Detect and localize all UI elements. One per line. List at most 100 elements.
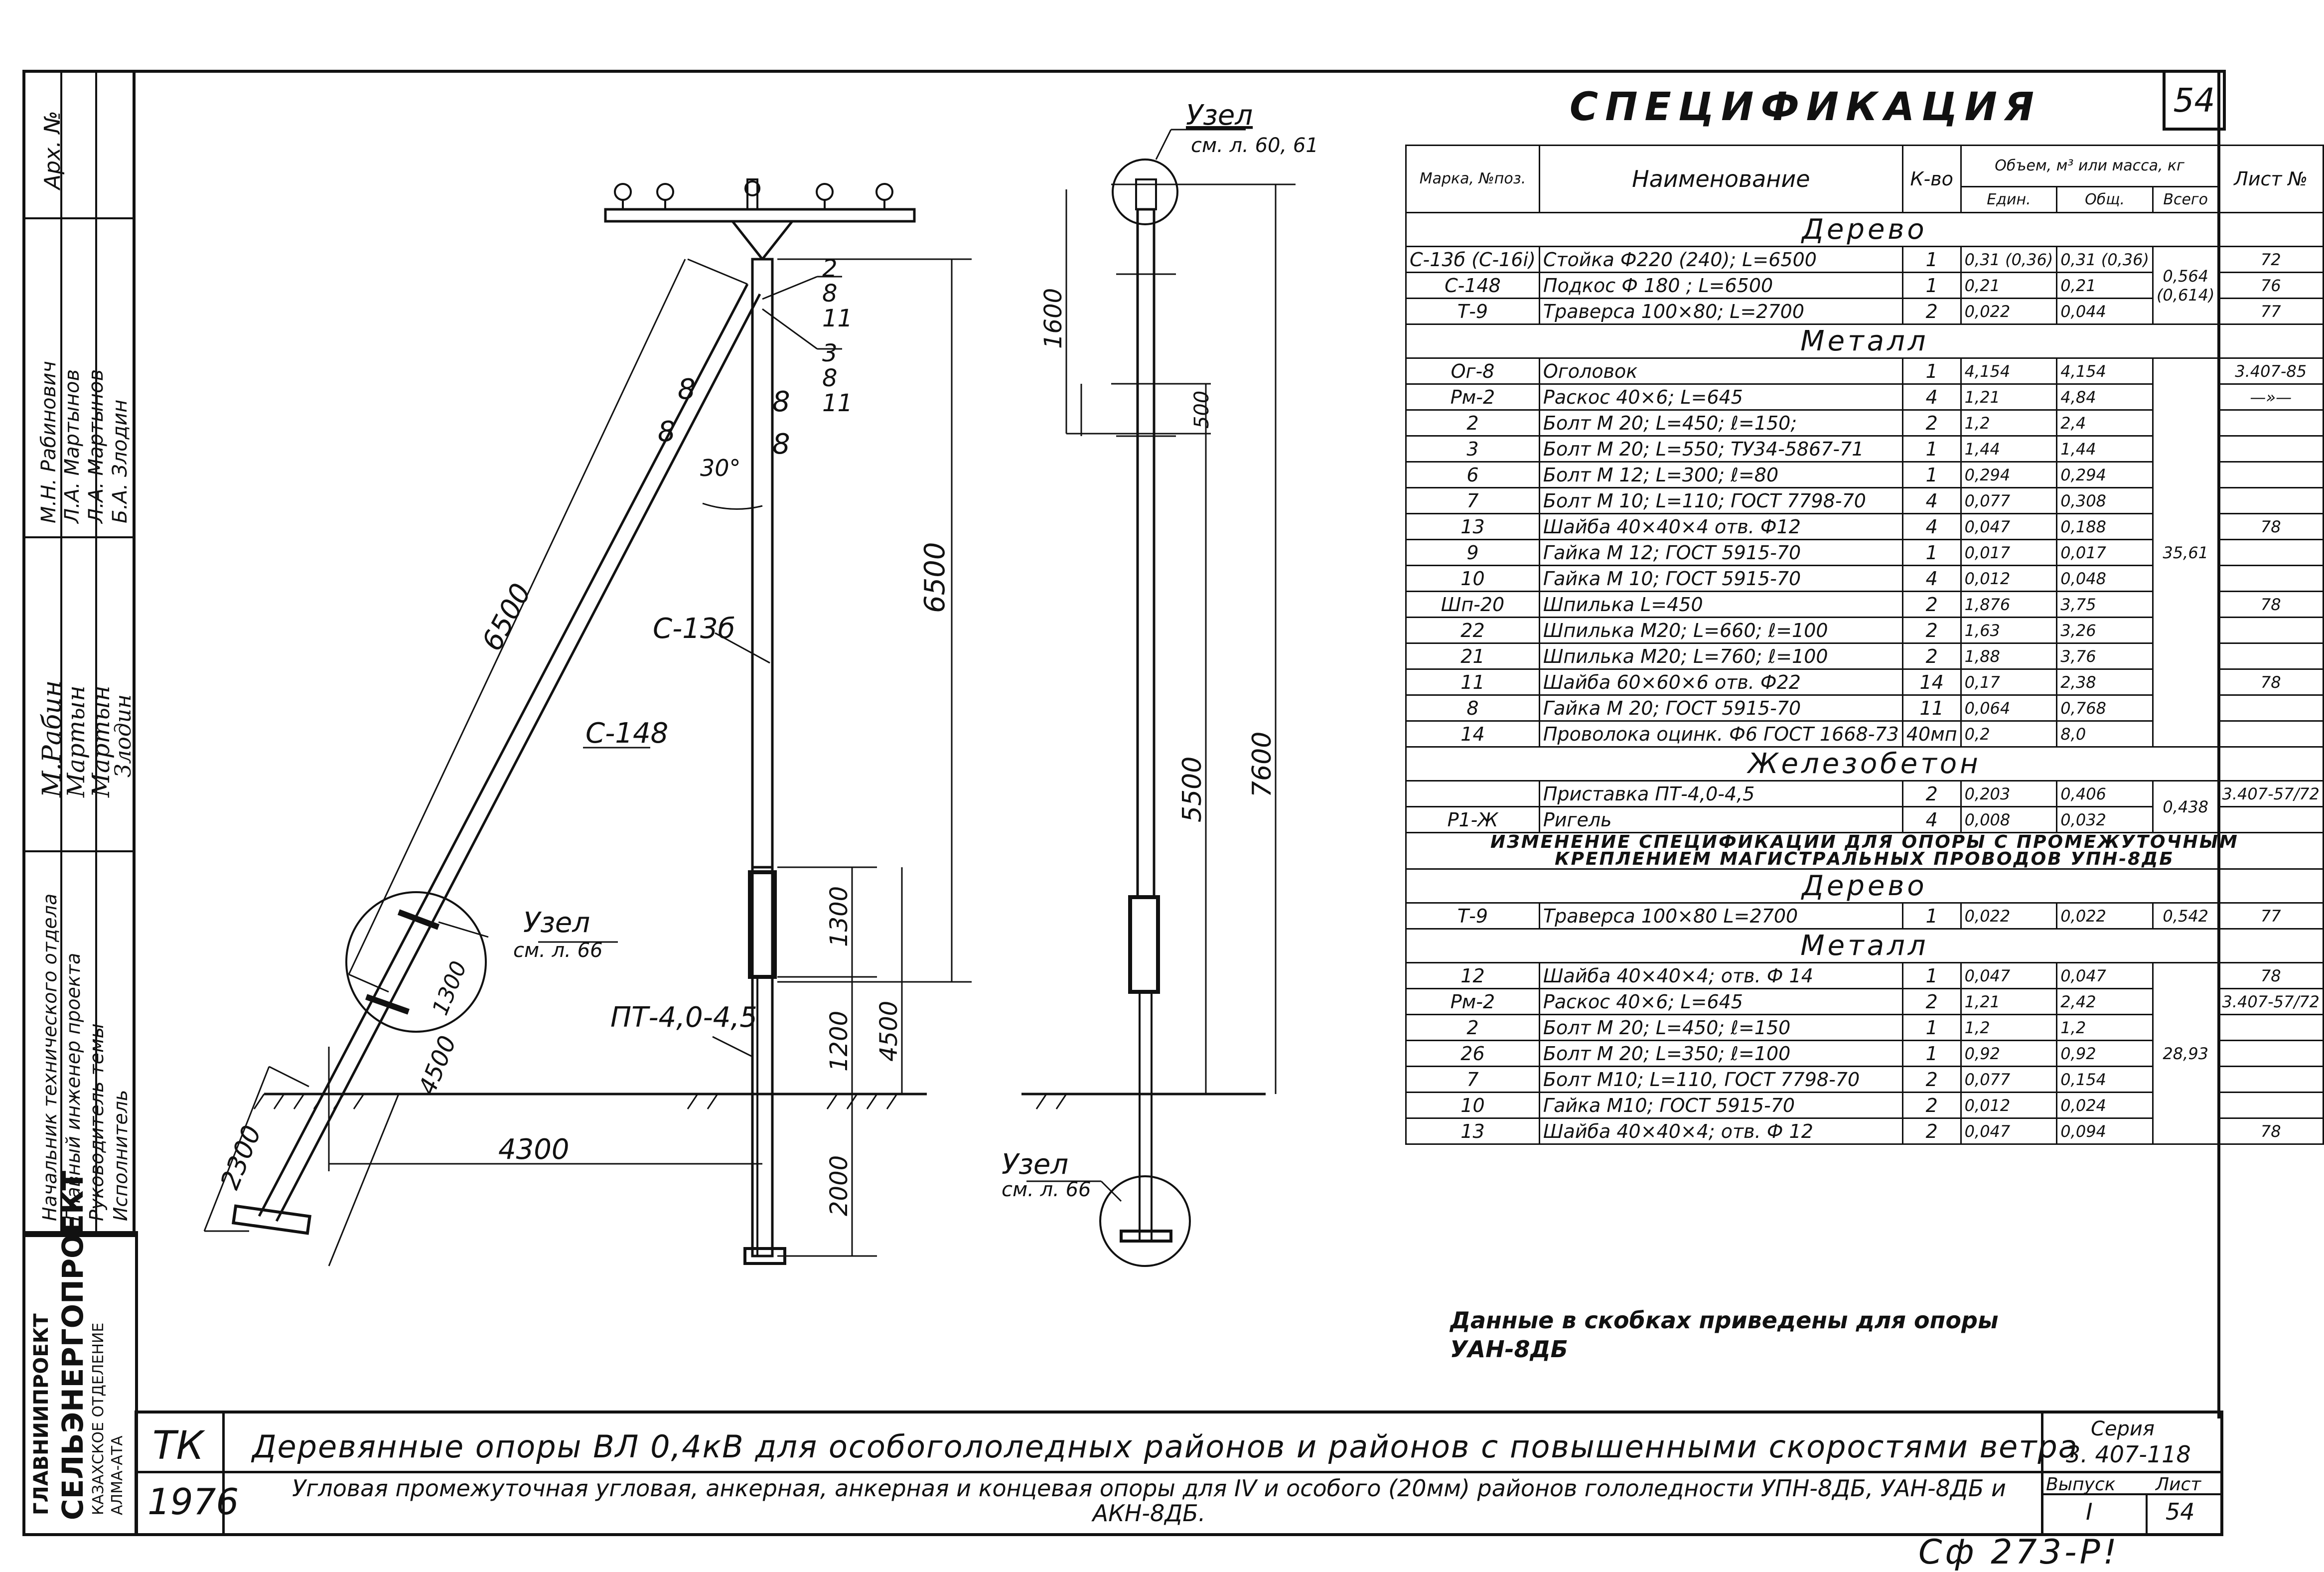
hdr-mark: Марка, №поз. [1405,145,1540,213]
group-total: 28,93 [2152,962,2219,1145]
footnote: Данные в скобках приведены для опоры УАН… [1450,1307,1999,1363]
node-mid-ref: см. л. 66 [513,939,603,962]
node-mid-label: Узел [523,907,590,939]
dim-side-total: 7600 [1247,732,1277,797]
tb-title: Деревянные опоры ВЛ 0,4кВ для особоголол… [252,1428,2078,1465]
hdr-mass: Объем, м³ или масса, кг [1960,145,2219,187]
section-concrete: Железобетон [1405,746,2324,782]
spec-table: Марка, №поз. Наименование К-во Объем, м³… [1405,145,2324,1145]
org-city: АЛМА-АТА [109,1435,126,1515]
dim-post-att: 1300 [825,886,853,947]
node-bot-ref: см. л. 66 [1002,1178,1091,1201]
dim-brace-base: 4500 [413,1032,462,1099]
dim-brace-lower: 1300 [428,957,472,1019]
tb-year: 1976 [147,1481,239,1523]
callout-a-3: 11 [822,305,853,332]
tb-series-label: Серия [2091,1417,2155,1440]
dim-post-h: 6500 [919,542,951,613]
org-stamp [22,1231,138,1536]
group-total: 35,61 [2152,357,2219,748]
bolt-mark-4: 8 [772,428,790,461]
dim-side-mid: 5500 [1177,757,1207,822]
section-metal: Металл [1405,323,2324,359]
callout-a-1: 2 [822,255,838,283]
node-top-label: Узел [1186,99,1253,132]
dim-brace-len: 6500 [476,578,538,656]
spec-title: СПЕЦИФИКАЦИЯ [1570,85,2041,130]
dim-post-ground: 2000 [825,1155,853,1216]
callout-b-2: 8 [822,364,838,392]
tb-issue-label: Выпуск [2046,1474,2116,1495]
sheet-number: 54 [2163,70,2226,131]
tb-sheet-label: Лист [2156,1474,2201,1495]
post-label: С-13б [653,613,735,645]
change-note: ИЗМЕНЕНИЕ СПЕЦИФИКАЦИИ ДЛЯ ОПОРЫ С ПРОМЕ… [1405,832,2324,870]
tb-subtitle: Угловая промежуточная угловая, анкерная,… [292,1475,2006,1527]
section-metal-2: Металл [1405,928,2324,963]
dim-post-total-att: 4500 [875,1001,903,1062]
bolt-mark-2: 8 [658,416,676,448]
hdr-unit: Един. [1960,186,2058,213]
section-wood-2: Дерево [1405,868,2324,904]
tb-code: ТК [152,1423,204,1468]
bolt-mark-3: 8 [772,386,790,418]
dim-post-gap: 1200 [825,1011,853,1072]
title-block: ТК 1976 Деревянные опоры ВЛ 0,4кВ для ос… [135,1411,2223,1536]
callout-b-3: 11 [822,389,853,417]
callout-b-1: 3 [822,339,838,367]
dim-horiz: 4300 [498,1133,570,1166]
group-total: 0,438 [2152,780,2219,833]
pole-drawing: Узел см. л. 60, 61 Узел см. л. 66 Узел с… [203,99,1318,1267]
dim-brace-foot: 2300 [215,1121,267,1194]
tb-series-value: 3. 407-118 [2066,1441,2191,1468]
tb-issue-value: I [2086,1498,2093,1525]
hdr-name: Наименование [1538,145,1903,213]
hdr-sheet: Лист № [2217,145,2324,213]
bottom-code: Сф 273-Р! [1918,1533,2120,1572]
attachment-label: ПТ-4,0-4,5 [610,1001,757,1034]
hdr-all: Всего [2152,186,2219,213]
angle-label: 30° [700,455,741,481]
group-total: 0,564 (0,614) [2152,246,2219,325]
dim-side-top: 1600 [1039,288,1067,349]
hdr-total: Общ. [2056,186,2154,213]
left-stamp-strip [22,70,136,1237]
node-bot-label: Узел [1002,1148,1068,1181]
callout-a-2: 8 [822,280,838,308]
hdr-qty: К-во [1901,145,1962,213]
brace-label: С-148 [585,717,668,750]
dim-side-gap: 500 [1190,391,1213,429]
bolt-mark-1: 8 [678,373,696,406]
section-wood: Дерево [1405,212,2324,247]
node-top-ref: см. л. 60, 61 [1191,134,1318,157]
tb-sheet-value: 54 [2166,1498,2195,1525]
